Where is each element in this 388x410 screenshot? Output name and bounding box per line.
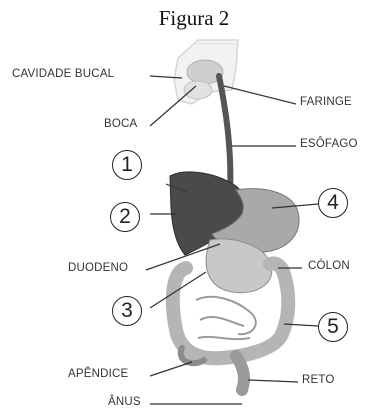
label-boca: BOCA: [104, 118, 137, 130]
label-esofago: ESÔFAGO: [300, 138, 358, 150]
label-apendice: APÊNDICE: [68, 368, 128, 380]
callout-1: 1: [112, 150, 142, 180]
label-faringe: FARINGE: [300, 96, 352, 108]
callout-2: 2: [110, 202, 140, 232]
callout-4: 4: [318, 188, 348, 218]
callout-5: 5: [318, 312, 348, 342]
label-cavidade-bucal: CAVIDADE BUCAL: [12, 68, 114, 80]
intestine-coils: [196, 297, 256, 339]
callout-3: 3: [112, 296, 142, 326]
label-duodeno: DUODENO: [68, 262, 128, 274]
rectum: [236, 356, 244, 390]
label-anus: ÂNUS: [108, 396, 141, 408]
label-colon: CÓLON: [308, 260, 350, 272]
label-reto: RETO: [302, 374, 335, 386]
